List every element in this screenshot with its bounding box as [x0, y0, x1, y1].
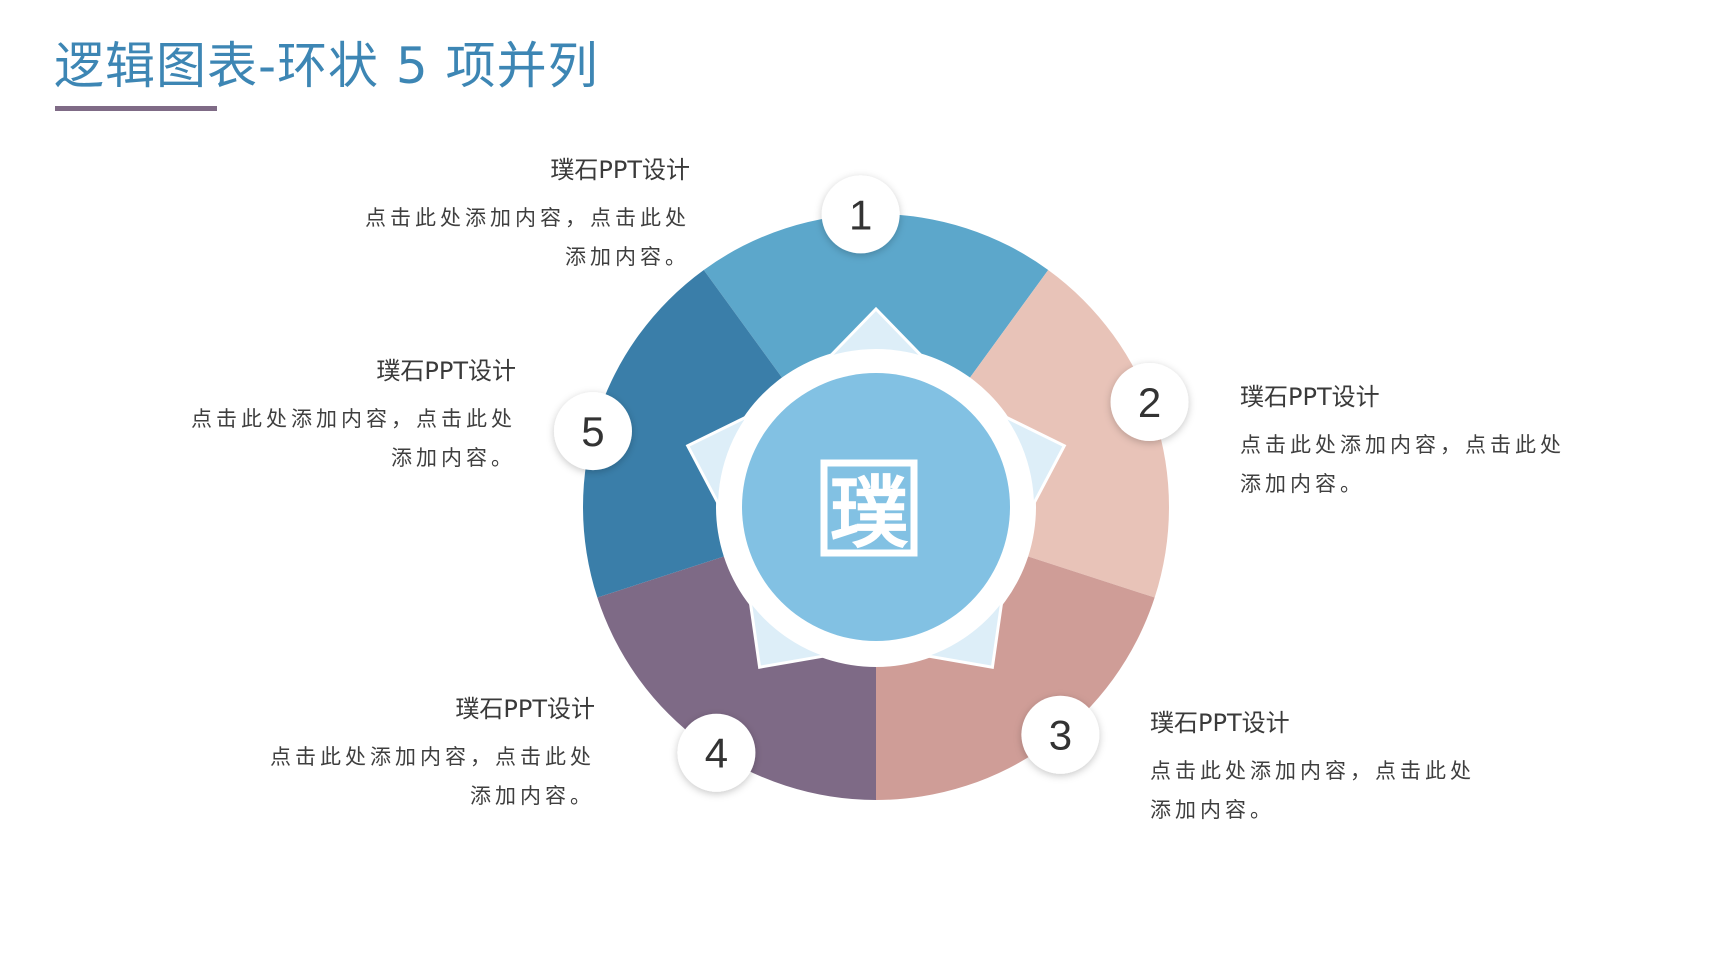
- number-badges: 1 2 3 4 5: [553, 175, 1189, 792]
- number-badge-circle-1: [821, 175, 900, 254]
- number-badge-circle-4: [677, 713, 756, 792]
- item-3-description: 点击此处添加内容，点击此处 添加内容。: [1150, 752, 1550, 830]
- center-circle: [742, 373, 1010, 641]
- number-badge-label-1: 1: [849, 191, 872, 238]
- number-badge-circle-3: [1021, 695, 1100, 774]
- ring-segment-5: [583, 269, 782, 598]
- item-5-text: 璞石PPT设计 点击此处添加内容，点击此处 添加内容。: [116, 354, 516, 478]
- ring-segment-3: [876, 556, 1155, 800]
- item-1-heading: 璞石PPT设计: [550, 156, 690, 184]
- number-badge-4: 4: [677, 713, 756, 792]
- item-4-heading: 璞石PPT设计: [455, 695, 595, 723]
- item-2-text: 璞石PPT设计 点击此处添加内容，点击此处 添加内容。: [1240, 380, 1640, 504]
- item-5-desc-line1: 点击此处添加内容，点击此处: [191, 407, 516, 431]
- item-5-description: 点击此处添加内容，点击此处 添加内容。: [116, 400, 516, 478]
- ring-segment-4: [597, 556, 876, 800]
- number-badge-1: 1: [821, 175, 900, 254]
- number-badge-circle-2: [1110, 362, 1189, 441]
- item-5-heading: 璞石PPT设计: [376, 357, 516, 385]
- item-3-heading: 璞石PPT设计: [1150, 709, 1290, 737]
- item-4-description: 点击此处添加内容，点击此处 添加内容。: [195, 738, 595, 816]
- ring-segment-1: [703, 214, 1049, 378]
- item-4-text: 璞石PPT设计 点击此处添加内容，点击此处 添加内容。: [195, 692, 595, 816]
- item-4-desc-line2: 添加内容。: [470, 784, 595, 808]
- number-badge-label-4: 4: [705, 730, 728, 777]
- item-3-text: 璞石PPT设计 点击此处添加内容，点击此处 添加内容。: [1150, 706, 1550, 830]
- number-badge-label-3: 3: [1049, 712, 1072, 759]
- item-2-desc-line1: 点击此处添加内容，点击此处: [1240, 433, 1565, 457]
- item-1-text: 璞石PPT设计 点击此处添加内容，点击此处 添加内容。: [290, 153, 690, 277]
- number-badge-circle-5: [553, 392, 632, 471]
- item-1-desc-line2: 添加内容。: [565, 245, 690, 269]
- item-2-description: 点击此处添加内容，点击此处 添加内容。: [1240, 426, 1640, 504]
- item-3-desc-line1: 点击此处添加内容，点击此处: [1150, 759, 1475, 783]
- ring-segments: [583, 214, 1169, 800]
- item-2-heading: 璞石PPT设计: [1240, 383, 1380, 411]
- number-badge-5: 5: [553, 392, 632, 471]
- item-1-desc-line1: 点击此处添加内容，点击此处: [365, 206, 690, 230]
- item-2-desc-line2: 添加内容。: [1240, 472, 1365, 496]
- number-badge-label-5: 5: [581, 408, 604, 455]
- number-badge-label-2: 2: [1138, 379, 1161, 426]
- number-badge-3: 3: [1021, 695, 1100, 774]
- center-logo-char: 璞: [830, 469, 909, 559]
- ring-segment-2: [970, 269, 1169, 598]
- page-title: 逻辑图表-环状 5 项并列: [54, 37, 599, 95]
- center-logo: 璞: [820, 459, 918, 559]
- item-1-description: 点击此处添加内容，点击此处 添加内容。: [290, 199, 690, 277]
- item-5-desc-line2: 添加内容。: [391, 446, 516, 470]
- item-3-desc-line2: 添加内容。: [1150, 798, 1275, 822]
- item-4-desc-line1: 点击此处添加内容，点击此处: [270, 745, 595, 769]
- title-underline: [55, 106, 217, 111]
- number-badge-2: 2: [1110, 362, 1189, 441]
